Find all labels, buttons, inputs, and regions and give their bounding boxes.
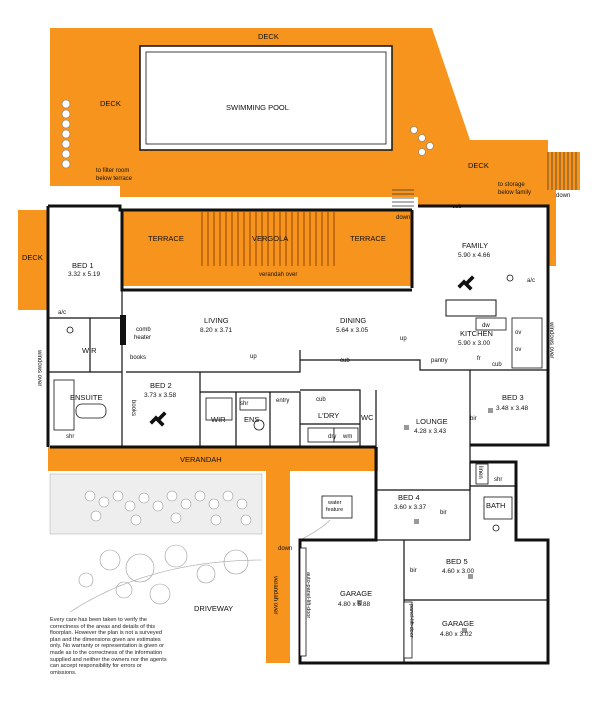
- label-ov-2: ov: [515, 347, 521, 353]
- label-wm: wm: [342, 434, 352, 440]
- label-terrace-left: TERRACE: [148, 234, 184, 243]
- label-deck-right: DECK: [468, 161, 489, 170]
- label-deck-top: DECK: [258, 32, 279, 41]
- fixtures: [53, 274, 514, 633]
- label-dining: DINING: [340, 316, 366, 325]
- label-bed4: BED 4: [398, 493, 420, 502]
- label-windows-over-right: windows over: [548, 321, 554, 358]
- label-lounge-dim: 4.28 x 3.43: [414, 428, 447, 435]
- label-kitchen-dim: 5.90 x 3.00: [458, 340, 491, 347]
- label-water-feature-2: feature: [326, 507, 343, 513]
- label-windows-over-left: windows over: [36, 349, 42, 386]
- label-pantry: pantry: [431, 358, 448, 364]
- label-family-dim: 5.90 x 4.66: [458, 252, 491, 259]
- label-bir-3: bir: [410, 568, 417, 574]
- label-shr-3: shr: [494, 477, 502, 483]
- labels: DECK DECK SWIMMING POOL DECK DECK to fil…: [22, 32, 570, 638]
- label-garage2: GARAGE: [442, 619, 474, 628]
- terrace-vergola-area: [122, 210, 412, 286]
- label-bir-2: bir: [440, 510, 447, 516]
- label-cub-3: cub: [492, 362, 502, 368]
- label-verandah-over-top: verandah over: [259, 272, 297, 278]
- label-bir-1: bir: [470, 416, 477, 422]
- label-bed2: BED 2: [150, 381, 172, 390]
- label-ov-1: ov: [515, 330, 521, 336]
- label-dining-dim: 5.64 x 3.05: [336, 327, 369, 334]
- label-kitchen: KITCHEN: [460, 329, 493, 338]
- garden-area: [49, 473, 353, 613]
- outdoor-areas: [18, 28, 580, 663]
- label-cub-2: cub: [340, 358, 350, 364]
- label-wc: WC: [361, 413, 374, 422]
- label-ens: ENS: [244, 415, 259, 424]
- label-terrace-right: TERRACE: [350, 234, 386, 243]
- label-shr-2: shr: [240, 401, 248, 407]
- label-down-2: down: [556, 193, 570, 199]
- label-up-1: up: [250, 354, 257, 360]
- label-books-1: books: [130, 355, 146, 361]
- label-bed3-dim: 3.48 x 3.48: [496, 405, 529, 412]
- label-ensuite: ENSUITE: [70, 393, 103, 402]
- label-storage: to storage: [498, 182, 525, 188]
- verandah-side-strip: [266, 471, 290, 663]
- label-panel-door: panel-lift-door: [408, 604, 414, 638]
- label-deck-left: DECK: [100, 99, 121, 108]
- disclaimer-text: Every care has been taken to verify the …: [50, 617, 167, 676]
- label-up-2: up: [400, 336, 407, 342]
- label-comb-heater-2: heater: [134, 335, 151, 341]
- label-bed5-dim: 4.60 x 3.00: [442, 568, 475, 575]
- label-cub-4: cub: [316, 397, 326, 403]
- label-driveway: DRIVEWAY: [194, 604, 233, 613]
- label-verandah: VERANDAH: [180, 455, 222, 464]
- verandah-strip: [48, 447, 378, 471]
- label-down-3: down: [278, 546, 292, 552]
- label-wir-1: WIR: [82, 346, 97, 355]
- label-wir-2: WIR: [211, 415, 226, 424]
- label-water-feature: water: [327, 500, 342, 506]
- label-ac-2: a/c: [527, 278, 535, 284]
- label-bath: BATH: [486, 501, 505, 510]
- label-garage1-dim: 4.80 x 5.88: [338, 601, 371, 608]
- label-filter-room: to filter room: [96, 168, 129, 174]
- label-bed5: BED 5: [446, 557, 468, 566]
- label-storage-2: below family: [498, 190, 531, 196]
- label-ldry: L'DRY: [318, 411, 339, 420]
- label-garage2-dim: 4.80 x 3.02: [440, 631, 473, 638]
- label-filter-room-2: below terrace: [96, 176, 133, 182]
- label-shr-1: shr: [66, 434, 74, 440]
- label-cub-1: cub: [452, 204, 462, 210]
- label-bed2-dim: 3.73 x 3.58: [144, 392, 177, 399]
- label-vergola: VERGOLA: [252, 234, 288, 243]
- label-lounge: LOUNGE: [416, 417, 448, 426]
- label-books-2: books: [130, 400, 136, 416]
- label-pool: SWIMMING POOL: [226, 103, 289, 112]
- label-down-1: down: [396, 215, 410, 221]
- label-fr: fr: [477, 356, 481, 362]
- label-dry: dry: [328, 434, 336, 440]
- label-entry: entry: [276, 398, 289, 404]
- label-living-dim: 8.20 x 3.71: [200, 327, 233, 334]
- label-bed1-dim: 3.32 x 5.19: [68, 271, 101, 278]
- deck-far-left: [18, 210, 48, 310]
- label-deck-far-left: DECK: [22, 253, 43, 262]
- label-verandah-over-side: verandah over: [272, 576, 278, 614]
- label-dw: dw: [482, 323, 490, 329]
- label-comb-heater: comb: [136, 327, 151, 333]
- label-bed3: BED 3: [502, 393, 524, 402]
- walls: [46, 204, 550, 665]
- label-family: FAMILY: [462, 241, 488, 250]
- label-bed1: BED 1: [72, 261, 94, 270]
- label-ac-1: a/c: [58, 310, 66, 316]
- label-bed4-dim: 3.60 x 3.37: [394, 504, 427, 511]
- swimming-pool: [139, 45, 393, 151]
- label-living: LIVING: [204, 316, 229, 325]
- label-linen: linen: [477, 466, 483, 479]
- label-garage1: GARAGE: [340, 589, 372, 598]
- label-auto-door: auto-panel-lift-door: [305, 572, 311, 618]
